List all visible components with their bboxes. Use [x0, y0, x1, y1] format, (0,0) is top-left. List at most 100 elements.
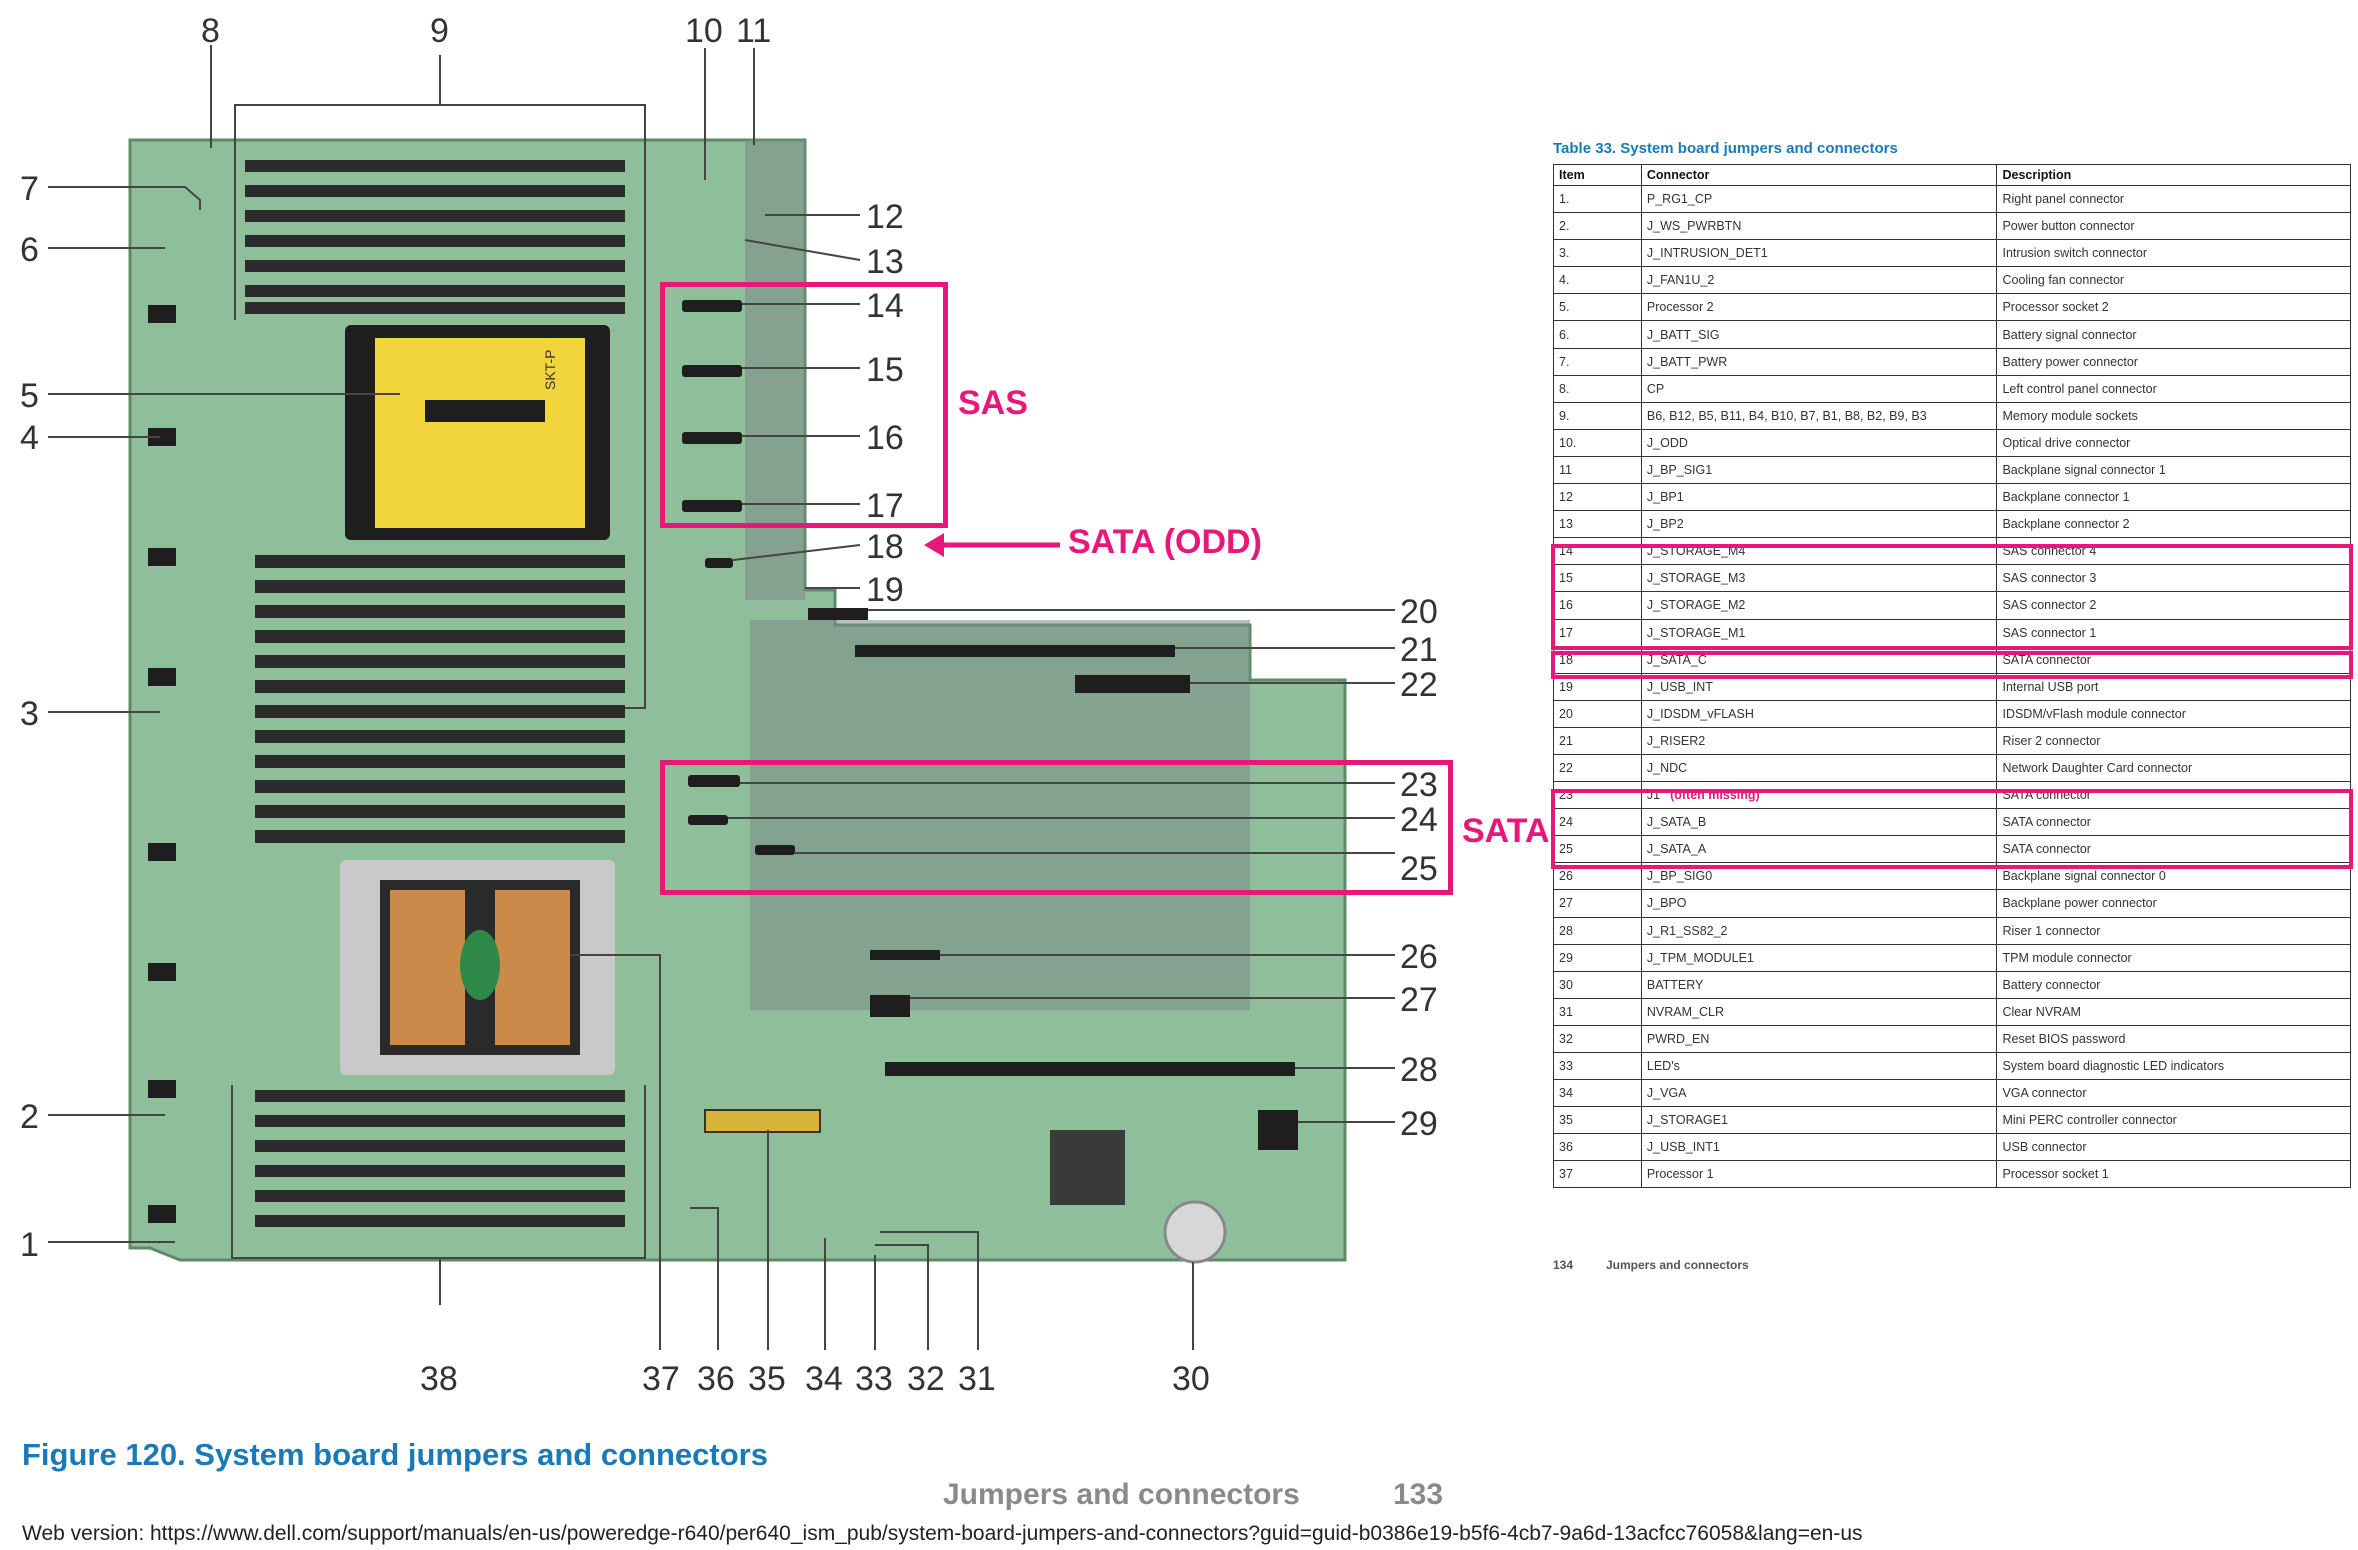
cell-description: Mini PERC controller connector [1996, 1106, 2351, 1135]
cell-item: 8. [1553, 374, 1642, 403]
callout-8: 8 [201, 12, 220, 50]
cell-connector: J_R1_SS82_2 [1640, 916, 1998, 945]
connector-name: CP [1646, 381, 1665, 396]
cell-connector: J_SATA_A [1640, 835, 1998, 864]
callout-2: 2 [20, 1098, 39, 1136]
cell-description: Right panel connector [1996, 184, 2351, 214]
cell-item: 36 [1553, 1133, 1642, 1162]
cell-item: 32 [1553, 1024, 1642, 1054]
connector-name: LED's [1646, 1059, 1680, 1074]
connector-name: NVRAM_CLR [1646, 1004, 1724, 1019]
callout-27: 27 [1400, 981, 1438, 1019]
cell-description: Intrusion switch connector [1996, 239, 2351, 268]
cell-item: 2. [1553, 212, 1642, 241]
battery [1163, 1200, 1227, 1264]
system-board-diagram: SKT-P [48, 45, 1395, 1350]
connector-name: J_SATA_C [1646, 652, 1707, 667]
callout-12: 12 [866, 198, 904, 236]
connector-note: (often missing) [1670, 788, 1760, 803]
socket-label: SKT-P [542, 350, 558, 390]
callout-34: 34 [805, 1360, 843, 1398]
cell-connector: PWRD_EN [1640, 1024, 1998, 1054]
callout-29: 29 [1400, 1105, 1438, 1143]
connector-name: J_BATT_PWR [1646, 354, 1728, 369]
callout-37: 37 [642, 1360, 680, 1398]
cell-connector: J_BP1 [1640, 483, 1998, 512]
cell-connector: LED's [1640, 1051, 1998, 1081]
cell-item: 22 [1553, 753, 1642, 783]
cell-description: Riser 1 connector [1996, 916, 2351, 945]
cell-connector: J_USB_INT1 [1640, 1133, 1998, 1162]
callout-19: 19 [866, 571, 904, 609]
callout-28: 28 [1400, 1051, 1438, 1089]
callout-35: 35 [748, 1360, 786, 1398]
callout-5: 5 [20, 377, 39, 415]
cell-item: 14 [1553, 537, 1642, 566]
connector-name: J_BP2 [1646, 517, 1684, 532]
cell-description: USB connector [1996, 1133, 2351, 1162]
callout-25: 25 [1400, 850, 1438, 888]
callout-21: 21 [1400, 631, 1438, 669]
cell-item: 33 [1553, 1051, 1642, 1081]
figure-caption: Figure 120. System board jumpers and con… [22, 1437, 768, 1472]
header-description: Description [1996, 164, 2351, 186]
cell-description: Battery signal connector [1996, 320, 2351, 349]
web-version-link[interactable]: Web version: https://www.dell.com/suppor… [22, 1522, 1863, 1545]
cell-connector: J_IDSDM_vFLASH [1640, 699, 1998, 728]
table-row: 35 J_STORAGE1 Mini PERC controller connect… [1553, 1106, 2351, 1135]
cell-connector: J_BPO [1640, 889, 1998, 918]
cell-connector: J_RISER2 [1640, 726, 1998, 755]
cell-item: 5. [1553, 293, 1642, 322]
connector-name: J_STORAGE1 [1646, 1113, 1728, 1128]
cell-description: Processor socket 1 [1996, 1160, 2351, 1189]
footer-section-title: Jumpers and connectors [943, 1478, 1300, 1511]
connector-name: J_BP_SIG1 [1646, 462, 1713, 477]
callout-30: 30 [1172, 1360, 1210, 1398]
connector-name: B6, B12, B5, B11, B4, B10, B7, B1, B8, B… [1646, 408, 1927, 423]
connector-name: J_BP_SIG0 [1646, 869, 1713, 884]
table-header-row: Item Connector Description [1553, 164, 2351, 186]
connector-name: J_SATA_A [1646, 842, 1707, 857]
cell-connector: J_BP_SIG0 [1640, 862, 1998, 891]
table-row: 3. J_INTRUSION_DET1 Intrusion switch conne… [1553, 239, 2351, 268]
cell-description: Backplane signal connector 0 [1996, 862, 2351, 891]
cell-description: SATA connector [1996, 835, 2351, 864]
cell-connector: J_TPM_MODULE1 [1640, 943, 1998, 972]
cell-item: 3. [1553, 239, 1642, 268]
cell-item: 1. [1553, 184, 1642, 214]
cell-connector: J_STORAGE_M4 [1640, 537, 1998, 566]
connector-name: J_BPO [1646, 896, 1687, 911]
cell-connector: J_ODD [1640, 428, 1998, 457]
cell-item: 35 [1553, 1106, 1642, 1135]
connector-name: J_ODD [1646, 435, 1688, 450]
dimm-bank-bottom [255, 1090, 625, 1227]
sas-connectors [682, 300, 742, 512]
cell-item: 28 [1553, 916, 1642, 945]
cell-item: 34 [1553, 1079, 1642, 1108]
connector-name: J_TPM_MODULE1 [1646, 950, 1754, 965]
connector-name: J_INTRUSION_DET1 [1646, 246, 1768, 261]
connector-name: Processor 1 [1646, 1167, 1714, 1182]
cell-connector: J_WS_PWRBTN [1640, 212, 1998, 241]
cell-item: 4. [1553, 266, 1642, 295]
callout-31: 31 [958, 1360, 996, 1398]
